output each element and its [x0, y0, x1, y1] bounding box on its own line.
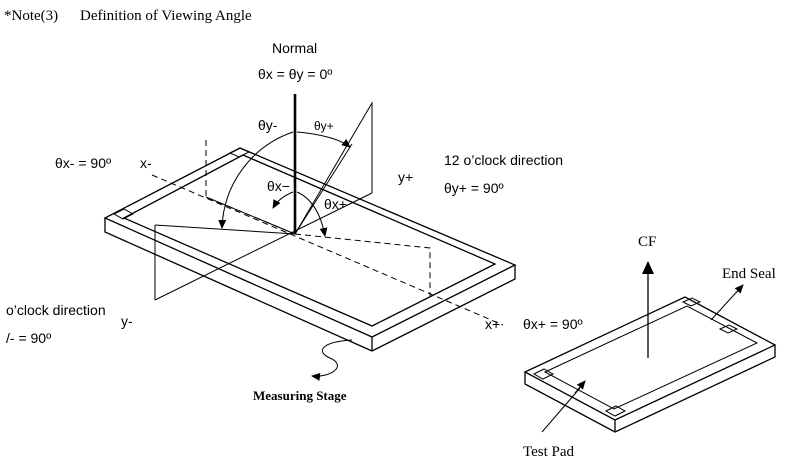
x-axis — [151, 174, 504, 326]
figure-title: Definition of Viewing Angle — [80, 8, 252, 24]
test-pad-leader — [541, 387, 581, 433]
measuring-stage-leader — [311, 339, 353, 381]
measuring-stage-panel — [103, 147, 517, 352]
normal-equation: θx = θy = 0º — [258, 66, 332, 82]
twelve-oclock-label: 12 o’clock direction — [444, 152, 563, 168]
theta-y-minus-equation: /- = 90º — [6, 330, 51, 346]
theta-y-minus-arc — [218, 131, 294, 229]
viewing-planes — [154, 101, 431, 300]
note-label: *Note(3) — [4, 8, 58, 24]
end-seal-label: End Seal — [722, 266, 776, 282]
x-minus-label: x- — [140, 155, 152, 171]
x-plus-label: x+ — [485, 316, 500, 332]
y-axis — [154, 192, 373, 301]
theta-x-minus-label: θx− — [267, 178, 290, 194]
test-pad-label: Test Pad — [523, 444, 575, 460]
y-plus-label: y+ — [398, 169, 413, 185]
six-oclock-label: o’clock direction — [6, 302, 106, 318]
theta-y-minus-label: θy- — [258, 117, 278, 133]
theta-x-plus-arc — [296, 191, 328, 237]
normal-label: Normal — [272, 40, 317, 56]
end-seal-arrow — [710, 284, 744, 321]
measuring-stage-label: Measuring Stage — [253, 388, 347, 403]
test-pad-arrow — [574, 380, 586, 394]
theta-y-plus-equation: θy+ = 90º — [444, 180, 504, 196]
theta-x-minus-arc — [272, 191, 294, 209]
theta-x-minus-equation: θx- = 90º — [55, 155, 111, 171]
angle-arcs — [218, 131, 351, 237]
lcd-module-panel — [523, 296, 777, 433]
axes — [151, 174, 504, 326]
y-minus-label: y- — [121, 313, 133, 329]
theta-x-plus-label: θx+ — [324, 196, 347, 212]
cf-label: CF — [638, 234, 656, 250]
theta-x-plus-equation: θx+ = 90º — [523, 316, 583, 332]
theta-y-plus-label: θy+ — [314, 119, 334, 133]
theta-y-plus-arc — [296, 131, 351, 148]
